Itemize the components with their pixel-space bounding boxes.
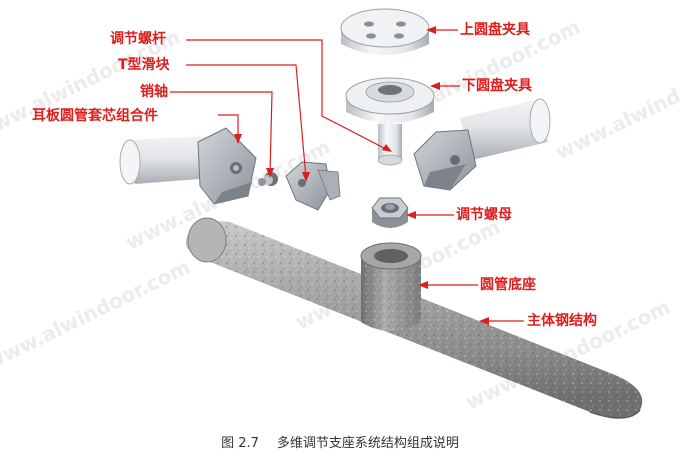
left-lug-tube-assembly (119, 127, 257, 205)
lower-disc-clamp (345, 77, 435, 166)
figure-number: 图 2.7 (221, 436, 259, 451)
arrow-main-steel (479, 317, 489, 325)
arrow-lug-assembly (234, 134, 242, 144)
tube-base (360, 242, 422, 331)
t-slider (285, 161, 341, 211)
leader-lug-assembly (218, 114, 239, 140)
leader-t-slider (186, 64, 307, 179)
arrow-adjusting-screw (382, 144, 392, 152)
arrow-lower-disc-clamp (430, 82, 440, 90)
leader-pin-shaft (170, 91, 273, 175)
watermark-text: www.alwindoor.com (552, 45, 680, 165)
label-pin-shaft: 销轴 (140, 84, 168, 100)
figure-caption-text: 多维调节支座系统结构组成说明 (276, 436, 459, 451)
figure-caption: 图 2.7 多维调节支座系统结构组成说明 (0, 432, 680, 451)
arrow-pin-shaft (266, 168, 274, 178)
label-t-slider: T型滑块 (118, 57, 170, 73)
label-main-steel-structure: 主体钢结构 (527, 313, 597, 329)
label-tube-base: 圆管底座 (480, 277, 536, 293)
label-upper-disc-clamp: 上圆盘夹具 (460, 22, 530, 38)
label-lower-disc-clamp: 下圆盘夹具 (462, 78, 532, 94)
arrow-adjusting-nut (406, 211, 416, 219)
leader-adjusting-screw (186, 39, 389, 151)
label-lug-tube-sleeve-assembly: 耳板圆管套芯组合件 (32, 108, 158, 124)
label-adjusting-screw: 调节螺杆 (110, 31, 166, 47)
pin-shaft (258, 172, 278, 186)
leader-arrowheads (234, 26, 489, 325)
label-adjusting-nut: 调节螺母 (456, 207, 512, 223)
watermark-text: www.alwindoor.com (0, 255, 194, 375)
arrow-t-slider (302, 172, 310, 182)
upper-disc-clamp (340, 8, 430, 55)
arrow-upper-disc-clamp (426, 26, 436, 34)
arrow-tube-base (418, 281, 428, 289)
watermark: www.alwindoor.com www.alwindoor.com www.… (0, 15, 680, 415)
exploded-view-illustration: www.alwindoor.com www.alwindoor.com www.… (0, 8, 680, 419)
right-lug-tube-assembly (413, 98, 551, 191)
adjusting-nut (371, 197, 409, 228)
